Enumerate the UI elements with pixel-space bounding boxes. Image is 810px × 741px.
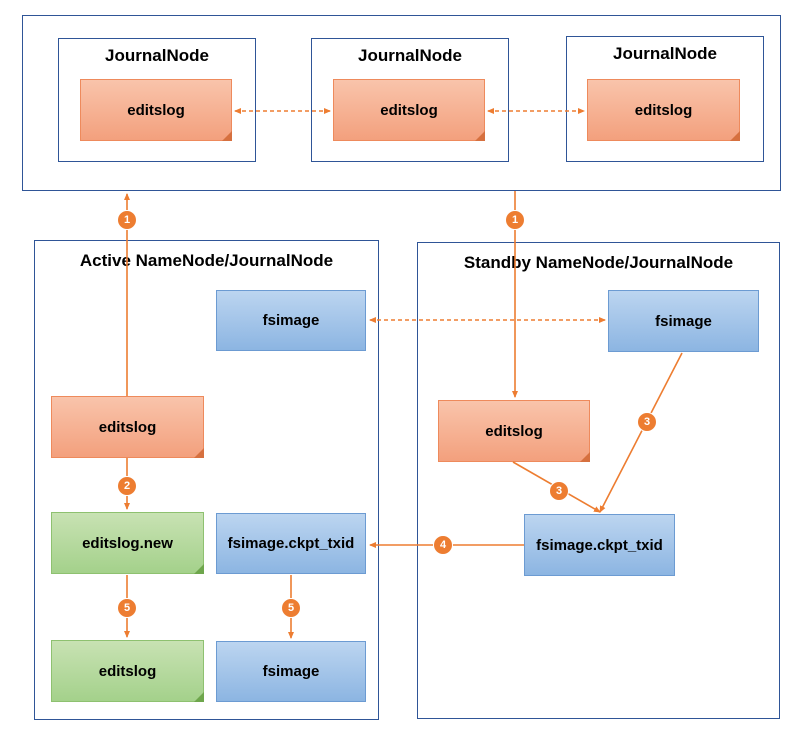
journal-editslog-2: editslog	[333, 79, 485, 141]
editslog-label: editslog	[98, 418, 157, 436]
page-fold	[222, 131, 232, 141]
active-editslog-result: editslog	[51, 640, 204, 702]
editslog-label: editslog	[380, 101, 438, 119]
active-editslog: editslog	[51, 396, 204, 458]
editslog-label: editslog	[634, 101, 693, 119]
step-badge: 5	[281, 598, 301, 618]
standby-namenode-title: Standby NameNode/JournalNode	[463, 253, 734, 272]
journal-node-title: JournalNode	[358, 46, 462, 65]
editslog-new-label: editslog.new	[82, 534, 173, 552]
editslog-label: editslog	[485, 422, 543, 440]
standby-checkpoint: fsimage.ckpt_txid	[524, 514, 675, 576]
editslog-label: editslog	[127, 101, 185, 119]
active-editslog-new: editslog.new	[51, 512, 204, 574]
checkpoint-label: fsimage.ckpt_txid	[536, 536, 663, 554]
standby-editslog: editslog	[438, 400, 590, 462]
journal-node-title: JournalNode	[613, 44, 717, 63]
page-fold	[194, 692, 204, 702]
step-badge: 3	[637, 412, 657, 432]
step-badge: 2	[117, 476, 137, 496]
editslog-label: editslog	[98, 662, 157, 680]
page-fold	[730, 131, 740, 141]
fsimage-label: fsimage	[262, 663, 320, 680]
step-badge: 1	[117, 210, 137, 230]
step-badge: 5	[117, 598, 137, 618]
journal-editslog-1: editslog	[80, 79, 232, 141]
active-fsimage: fsimage	[216, 290, 366, 351]
journal-editslog-3: editslog	[587, 79, 740, 141]
active-namenode-title: Active NameNode/JournalNode	[79, 251, 334, 270]
fsimage-label: fsimage	[262, 312, 320, 329]
standby-fsimage: fsimage	[608, 290, 759, 352]
page-fold	[475, 131, 485, 141]
journal-node-title: JournalNode	[105, 46, 209, 65]
fsimage-label: fsimage	[655, 312, 712, 330]
step-badge: 3	[549, 481, 569, 501]
step-badge: 4	[433, 535, 453, 555]
page-fold	[194, 448, 204, 458]
active-checkpoint: fsimage.ckpt_txid	[216, 513, 366, 574]
page-fold	[194, 564, 204, 574]
page-fold	[580, 452, 590, 462]
step-badge: 1	[505, 210, 525, 230]
checkpoint-label: fsimage.ckpt_txid	[227, 535, 355, 552]
active-fsimage-result: fsimage	[216, 641, 366, 702]
